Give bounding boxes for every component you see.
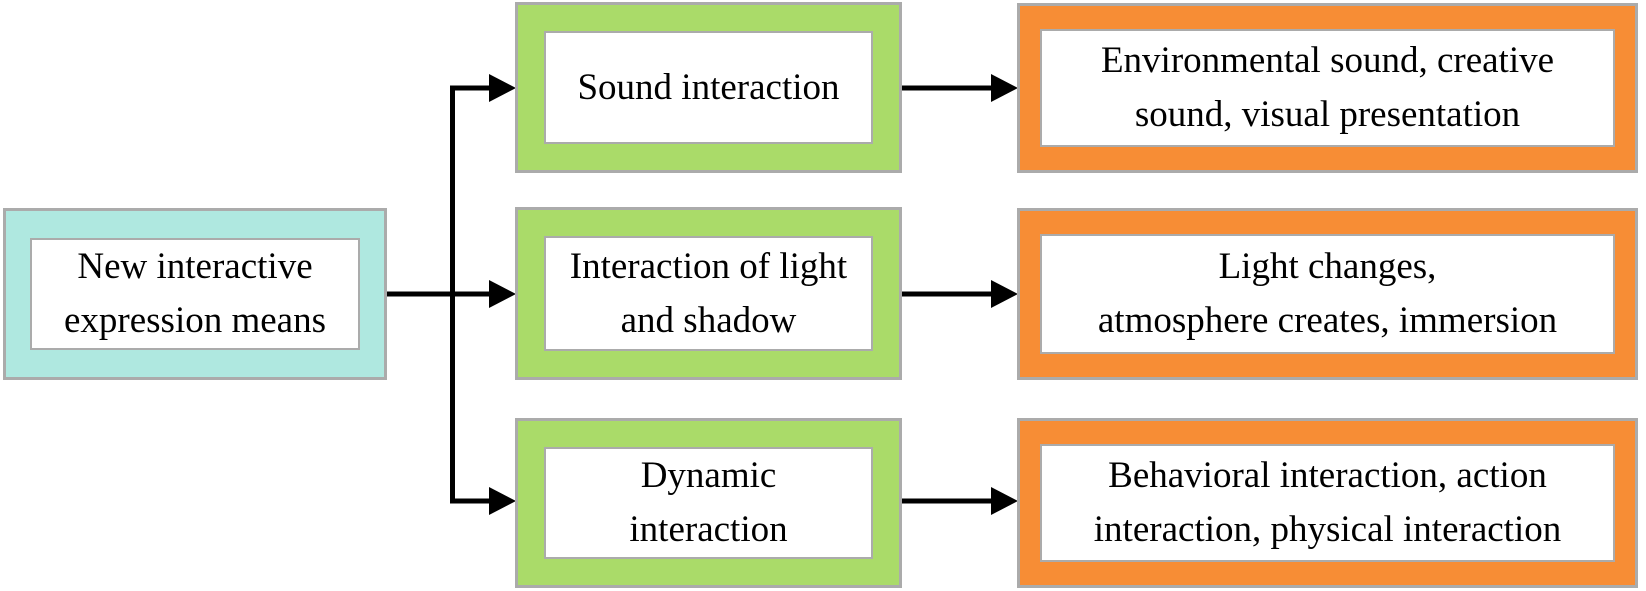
arrowhead-bottom-category bbox=[489, 487, 516, 515]
node-category-light-shadow: Interaction of light and shadow bbox=[515, 207, 902, 380]
node-outcome2-label: Light changes, atmosphere creates, immer… bbox=[1097, 246, 1558, 341]
node-root-expression-means: New interactive expression means bbox=[3, 208, 387, 380]
node-category-dynamic-interaction: Dynamic interaction bbox=[515, 418, 902, 588]
node-category1-label: Sound interaction bbox=[577, 66, 840, 108]
node-outcome2-inner-panel: Light changes, atmosphere creates, immer… bbox=[1040, 234, 1615, 354]
node-category3-inner-panel: Dynamic interaction bbox=[544, 447, 873, 559]
arrowhead-middle-outcome bbox=[991, 280, 1018, 308]
arrowhead-middle-category bbox=[489, 280, 516, 308]
node-outcome-light-changes: Light changes, atmosphere creates, immer… bbox=[1017, 208, 1638, 380]
node-category3-label: Dynamic interaction bbox=[629, 455, 788, 550]
node-category2-label: Interaction of light and shadow bbox=[569, 245, 848, 341]
node-category1-inner-panel: Sound interaction bbox=[544, 31, 873, 144]
arrowhead-top-outcome bbox=[991, 74, 1018, 102]
node-outcome1-inner-panel: Environmental sound, creative sound, vis… bbox=[1040, 29, 1615, 147]
arrowhead-bottom-outcome bbox=[991, 487, 1018, 515]
node-outcome1-label: Environmental sound, creative sound, vis… bbox=[1100, 40, 1555, 135]
node-category-sound-interaction: Sound interaction bbox=[515, 2, 902, 173]
node-outcome3-inner-panel: Behavioral interaction, action interacti… bbox=[1040, 444, 1615, 562]
node-root-inner-panel: New interactive expression means bbox=[30, 238, 360, 350]
node-root-label: New interactive expression means bbox=[63, 246, 327, 341]
node-outcome-environmental-sound: Environmental sound, creative sound, vis… bbox=[1017, 3, 1638, 173]
node-category2-inner-panel: Interaction of light and shadow bbox=[544, 236, 873, 351]
node-outcome-behavioral-interaction: Behavioral interaction, action interacti… bbox=[1017, 418, 1638, 588]
node-outcome3-label: Behavioral interaction, action interacti… bbox=[1093, 455, 1562, 550]
arrowhead-top-category bbox=[489, 74, 516, 102]
